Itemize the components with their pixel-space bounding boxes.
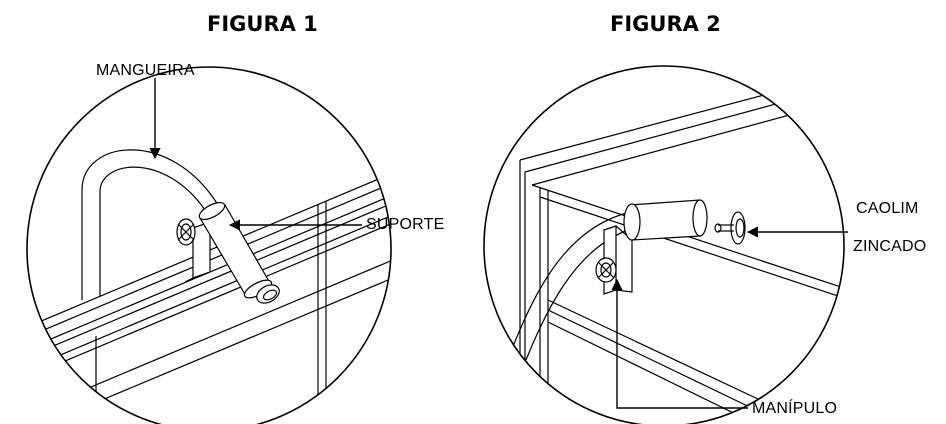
figure-1-circle <box>27 67 391 424</box>
knob-2 <box>596 258 616 282</box>
knob-arrow <box>611 278 748 408</box>
tub-corner <box>520 80 850 424</box>
figure-2-title: FIGURA 2 <box>610 12 721 36</box>
figure-1-title: FIGURA 1 <box>207 12 318 36</box>
hose-label: MANGUEIRA <box>96 62 195 79</box>
tub-rim <box>20 170 400 424</box>
caolim-label: CAOLIM <box>856 200 919 217</box>
figure-2-detail <box>484 66 850 424</box>
caolim-fitting <box>715 212 745 244</box>
knob-1 <box>177 219 195 245</box>
support-label: SUPORTE <box>366 216 445 233</box>
zincado-label: ZINCADO <box>853 238 927 255</box>
shower-hose <box>82 150 218 300</box>
figure-1-detail <box>20 67 400 424</box>
hand-shower <box>624 200 707 240</box>
knob-label: MANÍPULO <box>752 400 838 417</box>
figure-2-circle <box>484 66 844 424</box>
shower-head <box>197 199 283 307</box>
